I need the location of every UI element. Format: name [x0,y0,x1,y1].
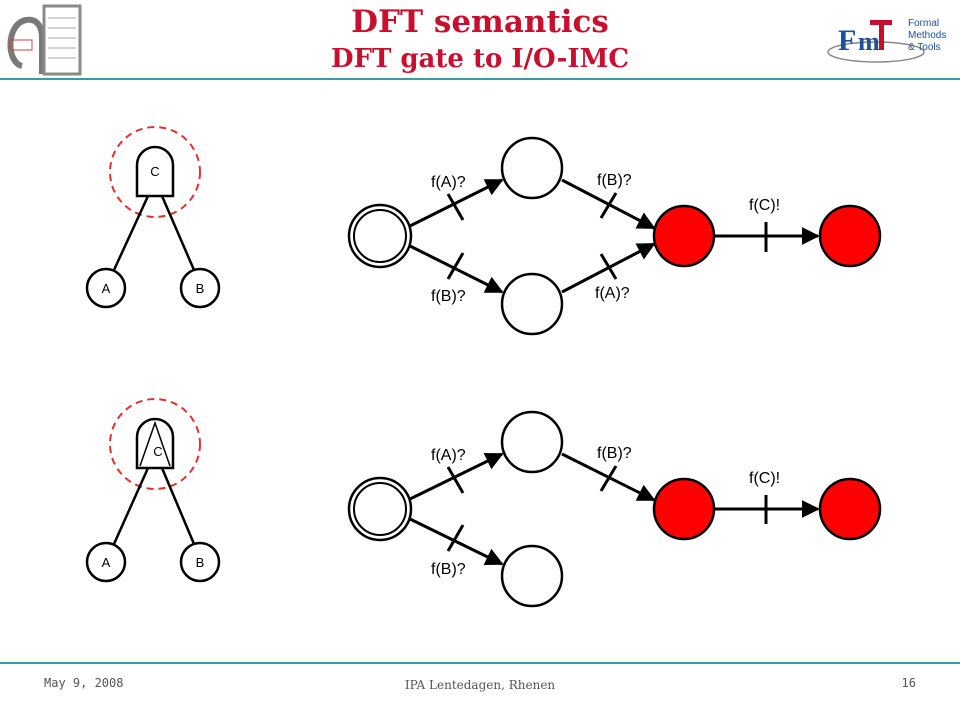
slide-subtitle: DFT gate to I/O-IMC [330,44,630,74]
pand-priority-mark [139,420,171,467]
input-a-label: A [102,281,111,296]
input-b-label: B [196,555,205,570]
university-logo [4,4,84,78]
state-b-failed [500,272,564,336]
initial-state-inner [353,209,407,263]
trans-label: f(B)? [597,445,632,462]
logo-line-2: Methods [908,30,946,41]
initial-state-inner [353,482,407,536]
pand-gate-shape [135,417,175,470]
and-fault-tree: C A B [85,126,221,309]
pand-ioimc: f(A)? f(B)? f(B)? f(C)! [347,410,882,608]
and-gate-shape [135,145,175,198]
logo-line-3: & Tools [908,42,941,53]
gate-highlight-circle [109,398,201,490]
trans-label: f(A)? [595,285,630,302]
svg-text:m: m [858,27,880,56]
trans-label: f(B)? [431,561,466,578]
state-a-failed [500,410,564,474]
state-fired [818,477,882,541]
trans-label: f(B)? [597,172,632,189]
basic-event-b [179,267,221,309]
trans-label: f(B)? [431,288,466,305]
trans-label: f(A)? [431,174,466,191]
state-fired [818,204,882,268]
gate-label: C [150,164,159,179]
trans-label: f(A)? [431,447,466,464]
page-number: 16 [901,676,916,690]
logo-line-1: Formal [908,18,939,29]
basic-event-a [85,267,127,309]
state-both-failed [652,204,716,268]
slide-title: DFT semantics [351,4,609,40]
state-a-failed [500,136,564,200]
fmt-logo: F m Formal Methods & Tools [826,14,956,66]
input-a-label: A [102,555,111,570]
and-ioimc: f(A)? f(B)? f(B)? f(A)? f(C)! [347,136,882,336]
footer-rule [0,662,960,664]
input-b-label: B [196,281,205,296]
pand-fault-tree: C A B [85,398,221,583]
gate-label: C [153,444,162,459]
footer-date: May 9, 2008 [44,676,124,690]
header-rule [0,78,960,80]
footer-venue: IPA Lentedagen, Rhenen [404,678,556,692]
trans-label: f(C)! [749,470,780,487]
basic-event-b [179,541,221,583]
state-both-failed [652,477,716,541]
state-b-failed [500,544,564,608]
gate-highlight-circle [109,126,201,218]
trans-label: f(C)! [749,197,780,214]
svg-text:F: F [838,24,856,57]
basic-event-a [85,541,127,583]
